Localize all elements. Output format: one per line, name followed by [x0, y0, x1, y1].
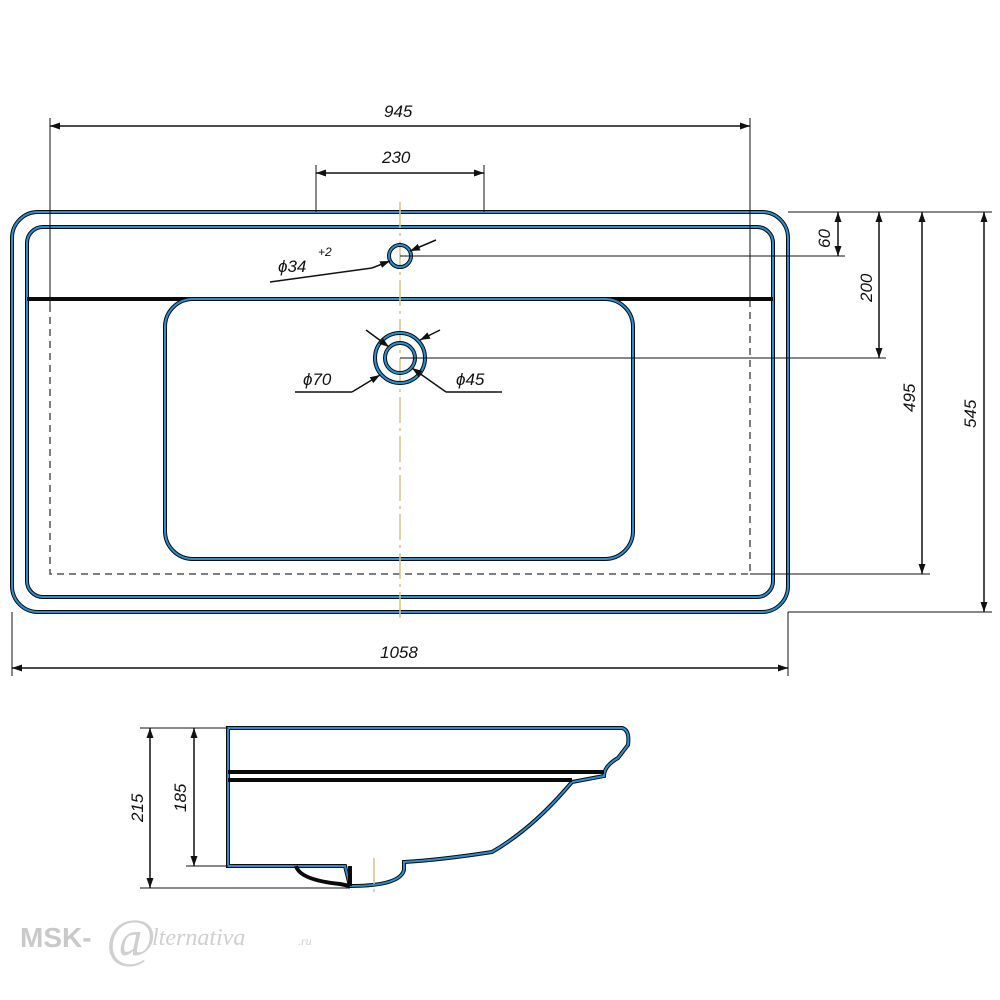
tap-hole-tolerance: +2: [318, 245, 332, 259]
dim-230-label: 230: [381, 148, 411, 167]
drain-outer-label: ϕ70: [303, 370, 332, 389]
drain-outer-arrow-2: [419, 329, 441, 341]
bowl-outline-highlight: [164, 298, 634, 560]
watermark-tld: .ru: [298, 934, 312, 948]
dim-495-label: 495: [900, 383, 919, 412]
tap-hole-arrow-right: [409, 239, 437, 252]
dim-185-label: 185: [171, 783, 190, 812]
dim-545-label: 545: [961, 399, 980, 428]
tap-hole-arrow-left: [371, 260, 391, 269]
drain-inner-arrow: [411, 367, 447, 393]
drain-inner-label: ϕ45: [456, 370, 485, 389]
watermark: MSK- @ lternativa .ru: [20, 908, 312, 968]
top-view: ϕ34 +2 ϕ70 ϕ45 945 230 1058: [10, 102, 992, 676]
drain-outer-arrow: [351, 374, 381, 393]
side-profile-highlight: [227, 727, 630, 888]
bowl-outline: [163, 297, 635, 561]
watermark-prefix: MSK-: [20, 922, 92, 953]
side-profile: [226, 726, 631, 889]
dim-200-label: 200: [857, 273, 876, 303]
dim-60-label: 60: [815, 229, 834, 248]
side-overflow: [294, 865, 351, 888]
watermark-at: @: [106, 908, 156, 968]
tap-hole-leader: [269, 267, 373, 283]
dim-1058-label: 1058: [380, 643, 418, 662]
watermark-suffix: lternativa: [152, 925, 245, 951]
dim-945-label: 945: [384, 102, 413, 121]
drain-inner-arrow-2: [365, 329, 390, 348]
tap-hole-label: ϕ34: [278, 257, 306, 276]
side-view: 215 185: [128, 726, 631, 896]
dim-215-label: 215: [128, 793, 147, 823]
